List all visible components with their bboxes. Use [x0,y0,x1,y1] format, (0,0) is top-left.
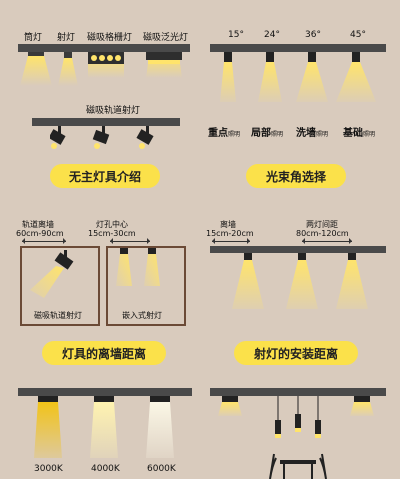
track-rail [32,118,180,126]
beam-angle-cones-icon [220,52,376,102]
use-general: 基础照明 [343,128,376,139]
color-temp-beams-icon [34,396,174,458]
label-magnetic-flood: 磁吸泛光灯 [143,33,189,43]
label-magnetic-grille: 磁吸格栅灯 [87,33,133,43]
track-spotlights-icon [50,126,154,149]
dim-arrow-track [22,238,66,244]
recessed-spot-icon [116,248,160,286]
dist-label-spacing: 两灯间距 [306,220,338,229]
ceiling-rail [18,44,190,52]
angle-24: 24° [264,30,280,40]
angle-15: 15° [228,30,244,40]
dist-value-track: 60cm-90cm [16,229,64,238]
angle-45: 45° [350,30,366,40]
angle-36: 36° [305,30,321,40]
dim-arrow-wall [212,238,250,244]
room-box-recessed [106,246,186,326]
flood-light-icon [146,52,182,78]
downlight-beam-icon [20,52,52,86]
use-wall-wash: 洗墙照明 [296,128,329,139]
dist-value-wall: 15cm-20cm [206,229,254,238]
temp-3000k: 3000K [34,464,63,474]
caption-recessed-spot: 嵌入式射灯 [122,311,162,320]
dim-arrow-hole [110,238,150,244]
dist-label-wall: 离墙 [220,220,236,229]
title-beam-angle: 光束角选择 [246,164,346,188]
track-spot-wall-icon [30,250,74,298]
grille-light-icon [88,52,124,78]
temp-rail [18,388,192,396]
caption-track-spot: 磁吸轨道射灯 [34,311,82,320]
use-local: 局部照明 [251,128,284,139]
dist-label-hole: 灯孔中心 [96,220,128,229]
temp-6000k: 6000K [147,464,176,474]
spotlight-beam-icon [58,52,78,86]
title-wall-distance: 灯具的离墙距离 [42,341,166,365]
beam-rail [210,44,386,52]
dim-arrow-spacing [302,238,352,244]
dist-value-hole: 15cm-30cm [88,229,136,238]
title-install-distance: 射灯的安装距离 [234,341,358,365]
dining-rail [210,388,386,396]
room-box-track [20,246,100,326]
label-downlight: 筒灯 [24,33,43,43]
dining-lights-icon [218,396,374,479]
label-track-spotlight: 磁吸轨道射灯 [86,106,141,116]
dist-label-track: 轨道离墙 [22,220,54,229]
label-spotlight: 射灯 [57,33,76,43]
temp-4000k: 4000K [91,464,120,474]
install-rail [210,246,386,253]
title-fixture-intro: 无主灯具介绍 [50,164,160,188]
use-accent: 重点照明 [208,128,241,139]
dist-value-spacing: 80cm-120cm [296,229,349,238]
install-spots-icon [232,253,368,309]
